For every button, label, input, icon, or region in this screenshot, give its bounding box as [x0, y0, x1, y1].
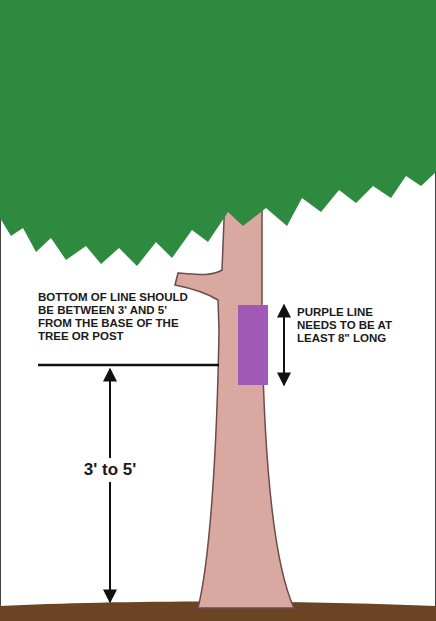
height-line [38, 364, 219, 367]
length-note: PURPLE LINE NEEDS TO BE AT LEAST 8" LONG [297, 306, 409, 345]
length-arrow [283, 305, 285, 385]
tree-foliage [0, 0, 436, 266]
height-arrow [109, 369, 111, 602]
dimension-label: 3' to 5' [65, 458, 155, 482]
instruction-note: BOTTOM OF LINE SHOULD BE BETWEEN 3' AND … [38, 291, 188, 343]
tree-trunk [175, 165, 294, 608]
purple-line [238, 305, 268, 385]
